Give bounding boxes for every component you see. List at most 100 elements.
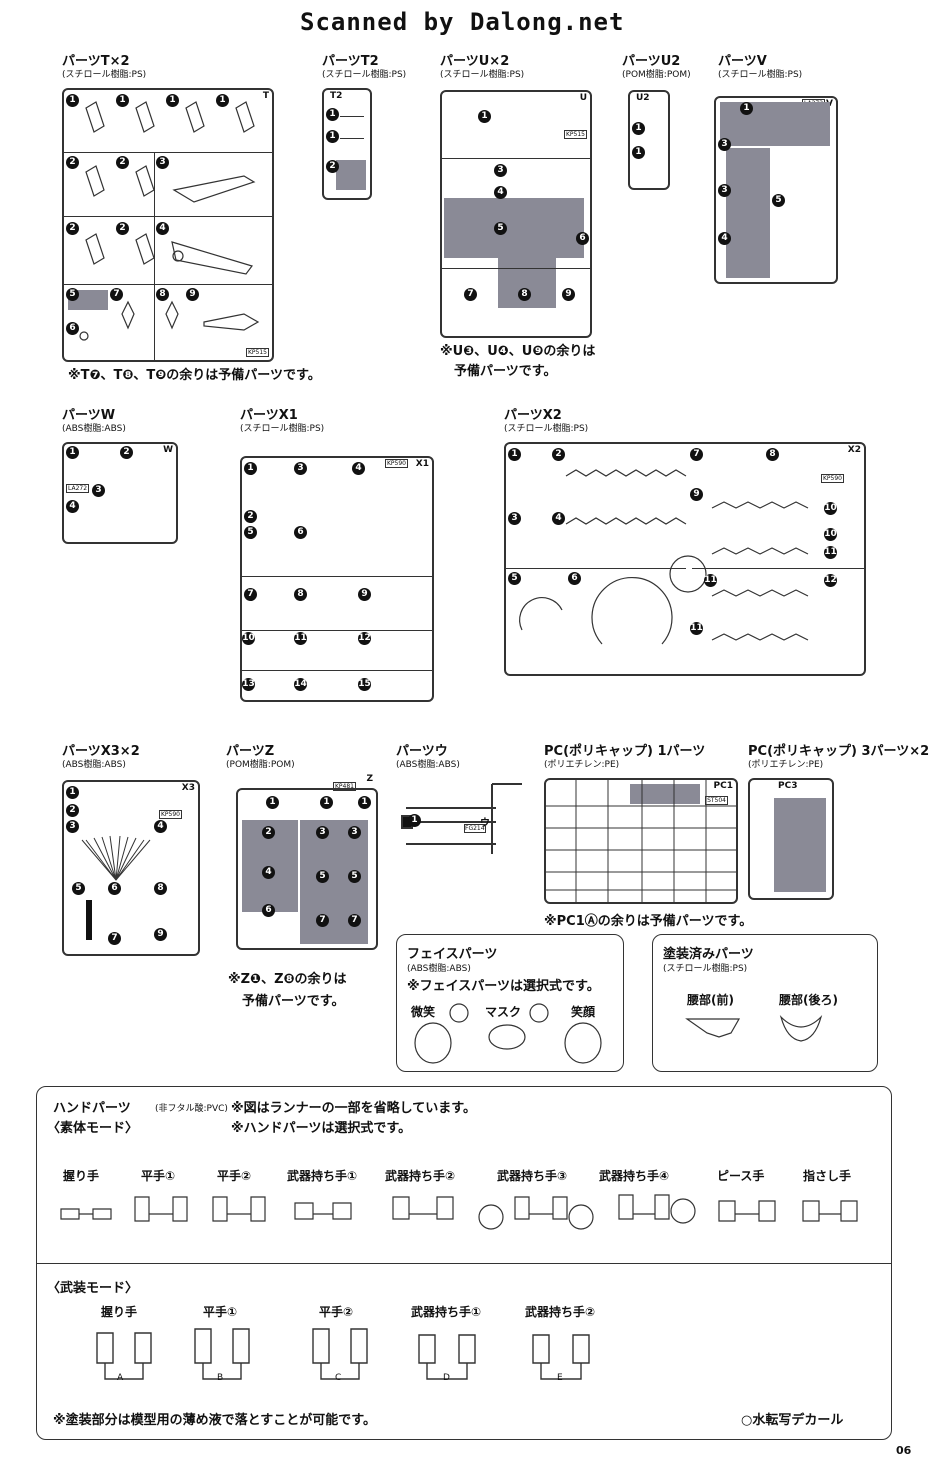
part-number: 4 — [66, 500, 79, 513]
runner-label-t2: T2 — [330, 91, 343, 101]
runner-material-pc3: (ポリエチレン:PE) — [748, 760, 824, 770]
hand-label: 平手② — [217, 1169, 252, 1183]
part-number: 6 — [108, 882, 121, 895]
painted-title: 塗装済みパーツ — [663, 947, 754, 962]
part-number: 9 — [358, 588, 371, 601]
runner-material-t2: (スチロール樹脂:PS) — [322, 70, 407, 80]
hand-tag: D — [443, 1373, 450, 1383]
part-number: 1 — [326, 130, 339, 143]
runner-label-u: U — [579, 93, 587, 103]
part-number: 5 — [316, 870, 329, 883]
part-number: 7 — [108, 932, 121, 945]
part-number: 4 — [352, 462, 365, 475]
part-number: 2 — [244, 510, 257, 523]
part-number: 5 — [508, 572, 521, 585]
runner-code-x3: KP590 — [158, 810, 182, 819]
hand-drawings-mode2 — [96, 1328, 590, 1380]
hands-mode-2: 〈武装モード〉 — [47, 1281, 139, 1296]
part-number: 12 — [358, 632, 371, 645]
runner-code-z: KP481 — [332, 782, 356, 791]
face-drawings — [414, 1003, 602, 1064]
hand-tag: B — [217, 1373, 224, 1383]
part-number: 1 — [740, 102, 753, 115]
part-number: 5 — [348, 870, 361, 883]
part-number: 3 — [66, 820, 79, 833]
part-number: 1 — [66, 786, 79, 799]
runner-pc1: PC1 ST504 — [544, 778, 738, 904]
part-number: 10 — [242, 632, 255, 645]
hands-mode-1: 〈素体モード〉 — [47, 1121, 139, 1136]
painted-drawings — [685, 1014, 823, 1042]
part-number: 7 — [316, 914, 329, 927]
part-number: 7 — [464, 288, 477, 301]
runner-material-z: (POM樹脂:POM) — [226, 760, 295, 770]
hand-label-armed: 平手② — [319, 1305, 354, 1319]
hand-label-armed: 武器持ち手① — [411, 1305, 482, 1319]
face-parts-box: フェイスパーツ (ABS樹脂:ABS) ※フェイスパーツは選択式です。 微笑 マ… — [396, 934, 624, 1072]
part-number: 1 — [244, 462, 257, 475]
runner-title-v: パーツV — [718, 54, 767, 69]
note-u-spare-1: ※U❸、U❹、U❾の余りは — [440, 344, 596, 359]
runner-title-u-kana: パーツウ — [396, 744, 448, 759]
part-number: 11 — [824, 546, 837, 559]
runner-t: T KP515 1 1 1 1 2 2 3 2 2 4 5 7 8 9 6 — [62, 88, 274, 362]
hand-label-armed: 握り手 — [101, 1305, 138, 1319]
runner-label-w: W — [163, 445, 173, 455]
runner-title-u: パーツU×2 — [440, 54, 510, 69]
part-number: 1 — [216, 94, 229, 107]
part-number: 6 — [66, 322, 79, 335]
part-number: 8 — [766, 448, 779, 461]
runner-u: U KP515 1 3 4 5 6 7 8 9 — [440, 90, 592, 338]
runner-label-pc3: PC3 — [778, 781, 798, 791]
hand-label: 武器持ち手① — [287, 1169, 358, 1183]
runner-pc3: PC3 — [748, 778, 834, 900]
part-number: 8 — [154, 882, 167, 895]
runner-material-u: (スチロール樹脂:PS) — [440, 70, 525, 80]
hand-label-armed: 平手① — [203, 1305, 238, 1319]
runner-title-t: パーツT×2 — [62, 54, 130, 69]
runner-title-pc3: PC(ポリキャップ) 3パーツ×2 — [748, 744, 930, 759]
runner-label-t: T — [262, 91, 269, 101]
part-number: 3 — [494, 164, 507, 177]
runner-u2: U2 1 1 — [628, 90, 670, 190]
note-t-spare: ※T❼、T❽、T❾の余りは予備パーツです。 — [68, 368, 321, 383]
hand-parts-box: ハンドパーツ (非フタル酸:PVC) ※図はランナーの一部を省略しています。 ※… — [36, 1086, 892, 1440]
runner-title-x2: パーツX2 — [504, 408, 562, 423]
part-number: 4 — [262, 866, 275, 879]
part-number: 1 — [478, 110, 491, 123]
part-number: 3 — [508, 512, 521, 525]
runner-x2: X2 KP590 1 2 7 8 9 10 3 4 10 11 5 6 11 1… — [504, 442, 866, 676]
runner-title-t2: パーツT2 — [322, 54, 379, 69]
runner-code-u: KP515 — [563, 130, 587, 139]
note-pc-spare: ※PC1Ⓐの余りは予備パーツです。 — [544, 914, 753, 929]
hand-tag: A — [117, 1373, 124, 1383]
runner-material-x1: (スチロール樹脂:PS) — [240, 424, 325, 434]
runner-label-u-kana: ウ — [480, 818, 490, 829]
hand-label-armed: 武器持ち手② — [525, 1305, 596, 1319]
part-number: 7 — [110, 288, 123, 301]
part-number: 5 — [66, 288, 79, 301]
runner-title-z: パーツZ — [226, 744, 275, 759]
runner-w: W LA272 1 2 3 4 — [62, 442, 178, 544]
part-number: 4 — [718, 232, 731, 245]
runner-label-z: Z — [366, 774, 373, 784]
part-number: 10 — [824, 528, 837, 541]
footer-paint-note: ※塗装部分は模型用の薄め液で落とすことが可能です。 — [53, 1413, 376, 1428]
part-number: 9 — [690, 488, 703, 501]
part-number: 2 — [66, 804, 79, 817]
footer-decal: ○水転写デカール — [741, 1413, 844, 1428]
painted-item-waist-front: 腰部(前) — [687, 993, 734, 1007]
part-number: 1 — [508, 448, 521, 461]
part-number: 2 — [66, 222, 79, 235]
watermark: Scanned by Dalong.net — [300, 8, 625, 36]
hands-title: ハンドパーツ — [53, 1101, 131, 1116]
part-number: 1 — [66, 446, 79, 459]
painted-material: (スチロール樹脂:PS) — [663, 964, 748, 974]
runner-t2: T2 1 1 2 — [322, 88, 372, 200]
hand-label: 指さし手 — [803, 1169, 852, 1183]
part-number: 2 — [262, 826, 275, 839]
part-number: 3 — [294, 462, 307, 475]
face-option-mask: マスク — [485, 1005, 522, 1019]
runner-t-parts-drawing — [79, 101, 260, 341]
runner-title-u2: パーツU2 — [622, 54, 681, 69]
